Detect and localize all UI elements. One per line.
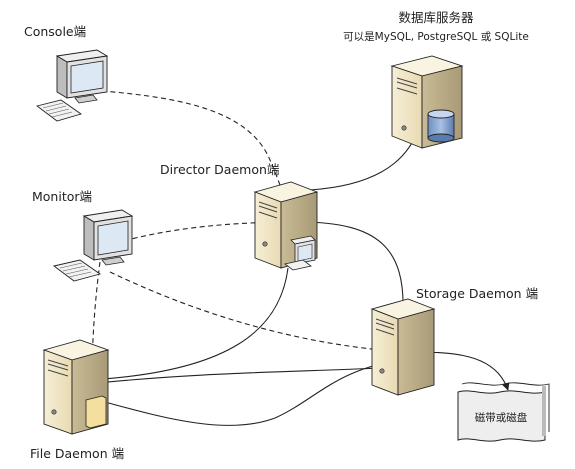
file-server-icon — [42, 339, 110, 435]
database-cylinder-icon — [427, 109, 455, 143]
director-label: Director Daemon端 — [160, 162, 279, 177]
monitor-to-storage-line — [109, 271, 406, 356]
database-options-label: 可以是MySQL, PostgreSQL 或 SQLite — [343, 31, 529, 43]
monitor-label: Monitor端 — [32, 189, 92, 204]
storage-to-file-line — [87, 367, 381, 388]
monitor-computer-icon — [52, 209, 134, 282]
director-mini-monitor-icon — [284, 235, 316, 271]
storage-label: Storage Daemon 端 — [416, 286, 538, 301]
console-label: Console端 — [24, 24, 86, 39]
tape-or-disk-icon — [457, 382, 550, 442]
storage-server-icon — [370, 298, 436, 396]
file-to-storage-line — [104, 359, 401, 426]
file-daemon-label: File Daemon 端 — [30, 446, 124, 461]
console-to-director-line — [67, 87, 294, 229]
director-to-file-line — [87, 267, 289, 384]
database-title-label: 数据库服务器 — [398, 10, 474, 25]
file-folder-icon — [85, 395, 107, 429]
director-server-icon — [253, 181, 319, 271]
tape-label: 磁带或磁盘 — [475, 411, 528, 424]
database-server-icon — [390, 55, 464, 149]
console-computer-icon — [35, 49, 109, 122]
director-to-storage-line — [299, 221, 408, 313]
